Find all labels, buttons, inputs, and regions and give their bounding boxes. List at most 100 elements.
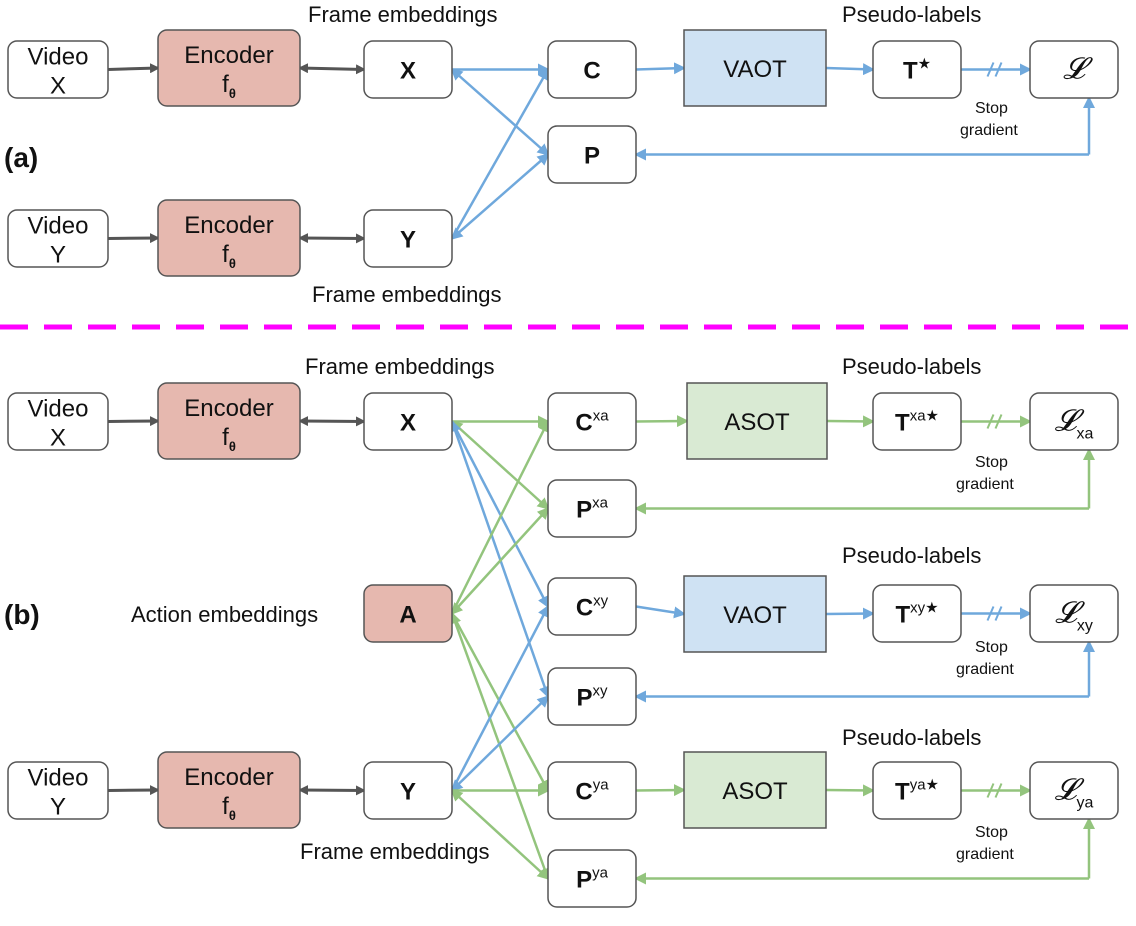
node-box [7,40,109,99]
gradient-label: gradient [956,476,1014,493]
frame-embeddings-label: Frame embeddings [305,354,495,379]
node-box [686,382,828,460]
node-b-a: A [363,584,453,643]
node-a-t: T★ [872,40,962,99]
edge-a-x-a-p [450,68,550,156]
node-b-asot-2: ASOT [683,751,827,829]
edge-b-asot-1-b-txa [826,415,875,428]
edge-b-video-x-b-encoder-x [107,416,160,427]
node-label: Y [400,779,416,806]
edge-a-c-a-vaot [635,62,686,75]
node-label: Video [28,44,89,71]
node-box [157,199,301,277]
frame-embeddings-label: Frame embeddings [300,839,490,864]
node-a-c: C [547,40,637,99]
edge-b-a-b-pxa [450,507,550,615]
edge-b-encoder-y-b-y [298,785,366,796]
node-b-lxy: 𝓛xy [1029,584,1119,643]
node-box [547,761,637,820]
node-box [683,29,827,107]
node-a-vaot: VAOT [683,29,827,107]
node-box [363,392,453,451]
node-box [157,29,301,107]
node-label-line2: fθ [222,71,236,101]
node-label-line2: fθ [222,241,236,271]
node-label: Encoder [184,42,273,69]
node-label: P [584,143,600,170]
node-label: Video [28,213,89,240]
node-label: A [399,602,416,629]
edge-b-video-y-b-encoder-y [107,785,160,796]
panel-label-a: (a) [4,142,38,173]
edge-b-encoder-x-b-x [298,416,366,427]
gradient-label: gradient [956,661,1014,678]
node-label-line2: X [50,425,66,452]
node-label: Encoder [184,212,273,239]
node-a-y: Y [363,209,453,268]
node-box [1029,761,1119,820]
node-label: Cxy [576,593,609,622]
node-label: Cxa [575,408,609,437]
node-box [1029,584,1119,643]
node-b-x: X [363,392,453,451]
node-label: Pya [576,865,609,894]
edge-a-video-y-a-encoder-y [107,233,160,244]
node-label: Txa★ [895,408,939,437]
stop-gradient-mark [994,62,1003,77]
node-a-p: P [547,125,637,184]
pseudo-labels-label: Pseudo-labels [842,725,981,750]
node-b-vaot: VAOT [683,575,827,653]
node-box [872,392,962,451]
node-label: Y [400,227,416,254]
node-label: Pxy [576,683,608,712]
node-b-cxy: Cxy [547,577,637,636]
edge-b-pya-b-lya [634,817,1095,885]
node-label: ASOT [722,778,788,805]
node-label: Encoder [184,764,273,791]
node-box [157,382,301,460]
node-box [872,584,962,643]
edge-b-cxa-b-asot-1 [635,415,689,428]
node-label: Txy★ [895,600,938,629]
panel-label-b: (b) [4,599,40,630]
stop-gradient-mark [994,414,1003,429]
node-box [872,761,962,820]
node-b-tya: Tya★ [872,761,962,820]
edge-b-txa-b-lxa [961,414,1032,429]
edge-a-encoder-x-a-x [298,63,366,75]
node-box [1029,40,1119,99]
node-label: T★ [903,56,931,85]
node-a-loss: 𝓛 [1029,40,1119,99]
node-label: Pxa [576,495,609,524]
edge-b-y-b-pxy [450,695,550,792]
pseudo-labels-label: Pseudo-labels [842,354,981,379]
gradient-label: gradient [960,122,1018,139]
node-b-pxa: Pxa [547,479,637,538]
pseudo-labels-label: Pseudo-labels [842,2,981,27]
stop-gradient-mark [986,62,995,77]
node-box [683,575,827,653]
edge-b-pxa-b-lxa [634,448,1095,515]
node-box [547,479,637,538]
node-box [157,751,301,829]
stop-label: Stop [975,100,1008,117]
node-b-pxy: Pxy [547,667,637,726]
gradient-label: gradient [956,846,1014,863]
node-box [7,761,109,820]
pseudo-labels-label: Pseudo-labels [842,543,981,568]
stop-gradient-mark [994,606,1003,621]
node-label: X [400,58,416,85]
node-box [547,392,637,451]
node-box [1029,392,1119,451]
node-box [547,667,637,726]
node-label: 𝓛ya [1055,774,1094,812]
edge-a-y-a-c [450,67,550,240]
node-box [547,849,637,908]
node-label: Video [28,765,89,792]
node-box [547,40,637,99]
edge-b-pxy-b-lxy [634,640,1095,703]
